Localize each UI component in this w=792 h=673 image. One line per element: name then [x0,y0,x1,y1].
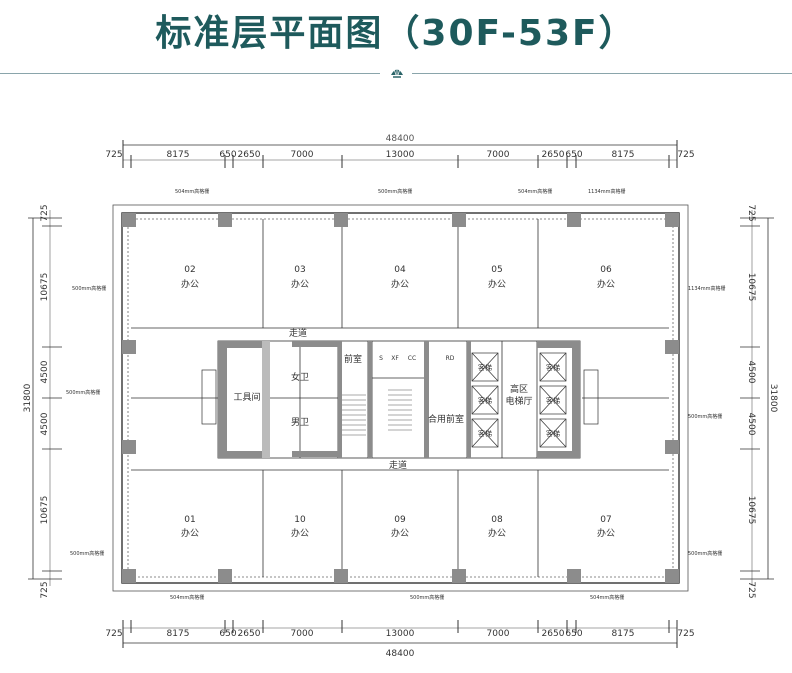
shell-emblem-icon [391,67,403,78]
divider-left [0,73,380,74]
dim-right: 10675 [746,273,756,302]
divider-right [412,73,792,74]
annotation: 500mm高格栅 [66,389,100,396]
dim-top: 13000 [386,150,415,160]
office-label: 办公 [391,278,409,290]
elevator-label: 客梯 [478,429,492,438]
annotation: 1134mm高格栅 [588,188,625,195]
dim-top: 7000 [291,150,314,160]
elevator-label: 客梯 [546,396,560,405]
office-number: 01 [184,515,195,525]
annotation: 500mm高格栅 [410,594,444,601]
office-label: 办公 [291,278,309,290]
office-number: 10 [294,515,306,525]
dim-top: 2650 [238,150,261,160]
shaft-label: S [379,355,383,362]
office-number: 04 [394,265,406,275]
office-number: 03 [294,265,305,275]
office-label: 办公 [597,278,615,290]
tool-room-label: 工具间 [233,391,260,403]
elevator-label: 客梯 [478,396,492,405]
shaft-label: RD [446,355,455,362]
office-number: 08 [491,515,503,525]
annotation: 504mm高格栅 [170,594,204,601]
office-label: 办公 [391,527,409,539]
office-label: 办公 [488,527,506,539]
dim-right-total: 31800 [768,384,778,413]
annotation: 500mm高格栅 [688,550,722,557]
dim-left: 4500 [40,412,50,435]
dim-left: 4500 [40,360,50,383]
office-label: 办公 [488,278,506,290]
dim-left: 725 [40,204,50,221]
elevator-lobby-label: 电梯厅 [505,395,532,407]
dim-right: 725 [746,581,756,598]
office-number: 07 [600,515,611,525]
office-number: 09 [394,515,406,525]
dim-bottom: 2650 [542,629,565,639]
dim-right: 725 [746,204,756,221]
dim-top: 8175 [167,150,190,160]
dim-bottom: 8175 [167,629,190,639]
office-label: 办公 [181,278,199,290]
dim-left: 725 [40,581,50,598]
annotation: 500mm高格栅 [378,188,412,195]
corridor-label: 走道 [289,327,307,339]
office-number: 05 [491,265,502,275]
shaft-label: CC [408,355,416,362]
office-label: 办公 [597,527,615,539]
elevator-label: 客梯 [546,429,560,438]
annotation: 504mm高格栅 [590,594,624,601]
dim-bottom: 13000 [386,629,415,639]
page-title: 标准层平面图（30F-53F） [155,13,637,54]
shared-anteroom-label: 合用前室 [428,413,464,425]
dim-bottom: 650 [219,629,236,639]
corridor-label: 走道 [389,459,407,471]
anteroom-label: 前室 [344,353,362,365]
dim-right: 4500 [746,361,756,384]
dim-top-total: 48400 [386,134,415,144]
annotation: 500mm高格栅 [72,285,106,292]
dim-top: 725 [677,150,694,160]
office-label: 办公 [181,527,199,539]
dim-top: 8175 [612,150,635,160]
dim-bottom-total: 48400 [386,649,415,659]
dim-top: 2650 [542,150,565,160]
dim-left: 10675 [40,496,50,525]
office-number: 06 [600,265,612,275]
annotation: 504mm高格栅 [175,188,209,195]
dim-right: 10675 [746,496,756,525]
dim-bottom: 7000 [487,629,510,639]
annotation: 504mm高格栅 [518,188,552,195]
womens-wc-label: 女卫 [291,371,309,383]
dim-bottom: 8175 [612,629,635,639]
dim-bottom: 725 [677,629,694,639]
mens-wc-label: 男卫 [291,417,309,428]
annotation: 1134mm高格栅 [688,285,725,292]
elevator-label: 客梯 [478,363,492,372]
dim-left: 10675 [40,273,50,302]
dim-top: 7000 [487,150,510,160]
dim-bottom: 725 [105,629,122,639]
office-number: 02 [184,265,195,275]
elevator-lobby-label: 高区 [510,383,528,395]
dim-left-total: 31800 [23,383,33,412]
annotation: 500mm高格栅 [688,413,722,420]
dim-top: 725 [105,150,122,160]
elevator-label: 客梯 [546,363,560,372]
dim-top: 650 [565,150,582,160]
dim-bottom: 650 [565,629,582,639]
office-label: 办公 [291,527,309,539]
dim-top: 650 [219,150,236,160]
shaft-label: XF [391,355,399,362]
dim-right: 4500 [746,413,756,436]
dim-bottom: 2650 [238,629,261,639]
annotation: 500mm高格栅 [70,550,104,557]
dim-bottom: 7000 [291,629,314,639]
